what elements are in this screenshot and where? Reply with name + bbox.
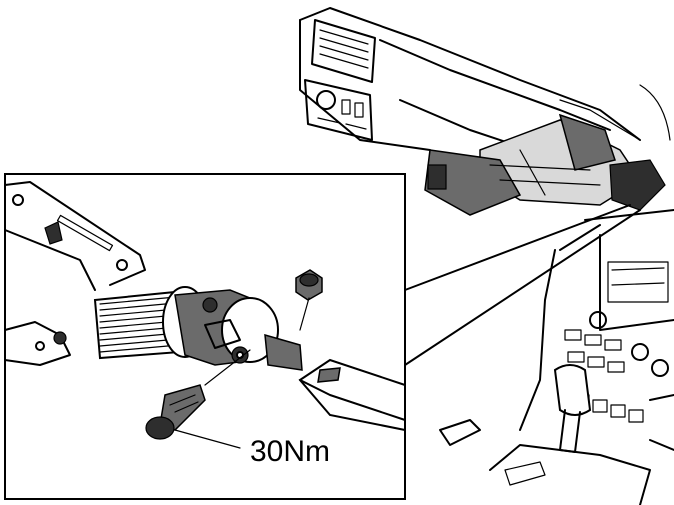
center-console	[439, 209, 674, 505]
bolt	[145, 349, 251, 440]
lower-bracket	[4, 321, 71, 366]
steering-column-assembly	[424, 99, 666, 216]
switch-panel	[304, 79, 373, 141]
universal-joint	[162, 286, 303, 371]
detail-inset: 30Nm	[4, 173, 406, 500]
console-buttons	[564, 311, 669, 423]
torque-leader-line	[174, 429, 241, 449]
torque-label: 30Nm	[250, 435, 330, 468]
nut	[295, 269, 323, 331]
dashboard-scene	[299, 7, 674, 505]
air-vent	[311, 19, 376, 83]
gear-lever	[489, 364, 651, 505]
mounting-bracket	[4, 181, 146, 291]
callout-lines	[404, 204, 641, 366]
splined-shaft	[93, 290, 182, 360]
intermediate-shaft	[298, 358, 406, 432]
